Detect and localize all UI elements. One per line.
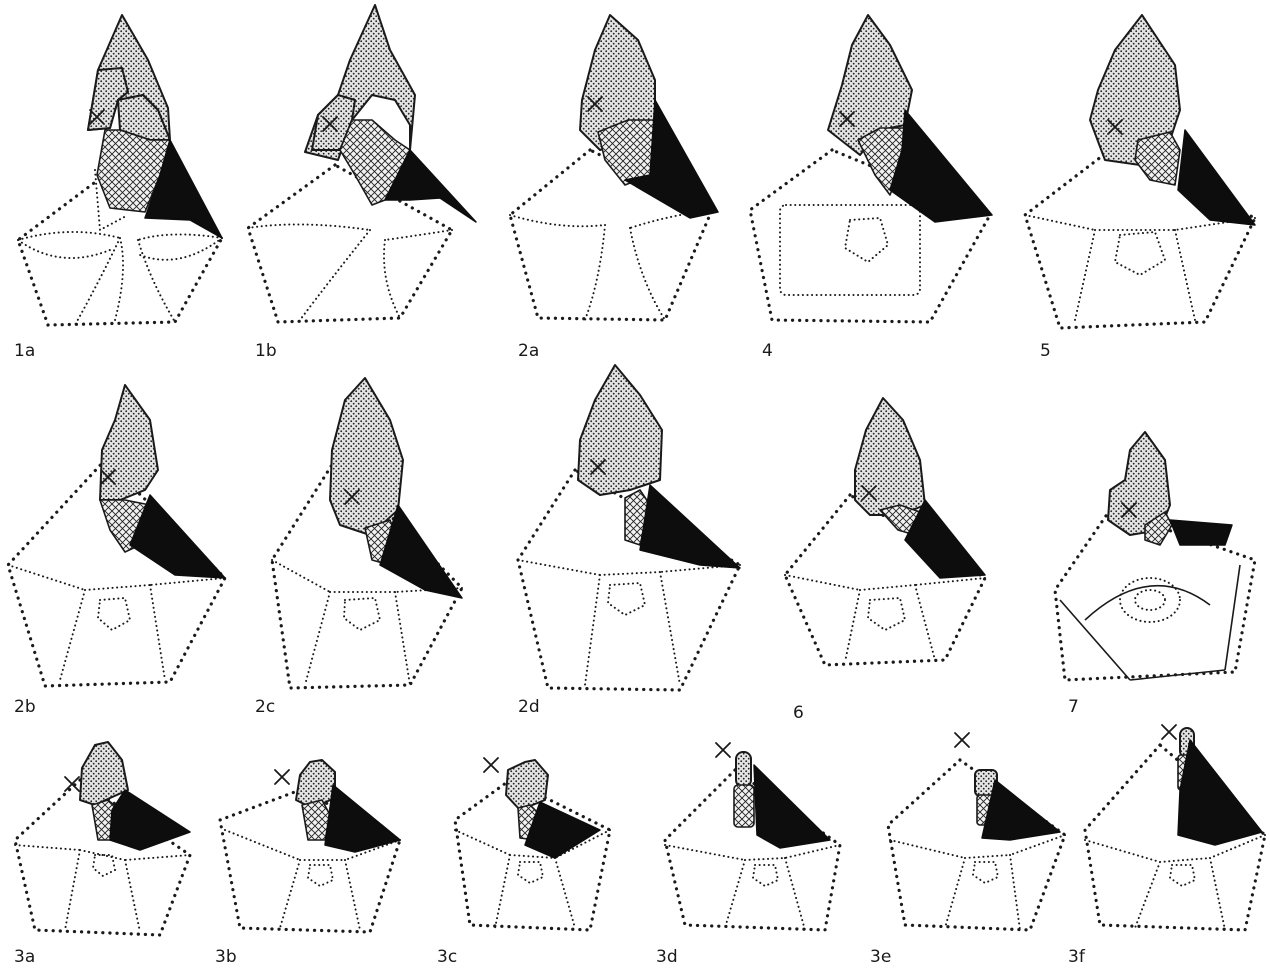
label-3a: 3a	[14, 947, 35, 967]
figure-4	[750, 15, 992, 322]
label-3b: 3b	[215, 947, 237, 967]
label-3d: 3d	[656, 947, 678, 967]
figure-3b	[220, 760, 400, 932]
label-2a: 2a	[518, 341, 539, 361]
figure-3d	[665, 743, 840, 930]
label-1a: 1a	[14, 341, 35, 361]
label-2d: 2d	[518, 697, 540, 717]
figure-1b	[248, 5, 476, 322]
figure-2d	[518, 365, 740, 690]
label-7: 7	[1068, 697, 1079, 717]
label-3e: 3e	[870, 947, 891, 967]
figure-2a	[510, 15, 718, 320]
label-2c: 2c	[255, 697, 275, 717]
label-6: 6	[793, 703, 804, 723]
figure-1a	[18, 15, 222, 325]
figure-2c	[272, 378, 462, 688]
figure-6	[785, 398, 985, 665]
label-2b: 2b	[14, 697, 36, 717]
figure-3f	[1085, 725, 1265, 930]
label-3f: 3f	[1068, 947, 1086, 967]
figure-3e	[888, 733, 1065, 930]
label-3c: 3c	[437, 947, 457, 967]
label-5: 5	[1040, 341, 1051, 361]
figure-3c	[455, 758, 610, 930]
label-4: 4	[762, 341, 773, 361]
figure-5	[1025, 15, 1255, 328]
figure-2b	[8, 385, 225, 686]
label-1b: 1b	[255, 341, 277, 361]
figure-3a	[15, 742, 190, 935]
figure-7	[1055, 432, 1255, 680]
